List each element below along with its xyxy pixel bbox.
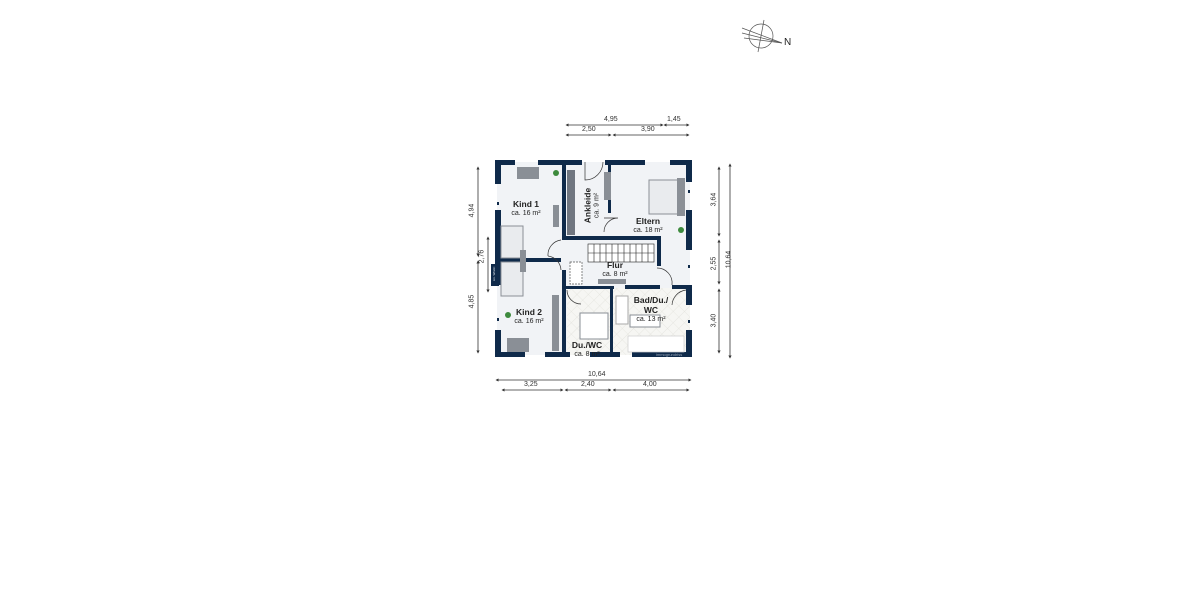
dimension-lines: [476, 123, 732, 392]
dim-top-3-90: 3,90: [641, 126, 655, 133]
room-area: ca. 8 m²: [602, 271, 628, 278]
dim-left-4-85: 4,85: [468, 294, 476, 309]
dim-bottom-4-00: 4,00: [643, 381, 657, 388]
room-label-eltern: Eltern ca. 18 m²: [633, 216, 662, 235]
room-label-du-wc: Du./WC ca. 8 m²: [572, 340, 602, 359]
nightstand: [520, 250, 526, 272]
room-label-kind-2: Kind 2 ca. 16 m²: [514, 307, 543, 326]
desk-kind2: [507, 338, 529, 352]
room-name: Flur: [606, 260, 624, 270]
dim-right-3-40: 3,40: [710, 313, 718, 328]
dim-right-3-64: 3,64: [710, 192, 718, 207]
wardrobe-kind1: [553, 205, 559, 227]
dim-top-1-45: 1,45: [667, 116, 681, 123]
dim-right-2-55: 2,55: [710, 256, 718, 271]
room-area: ca. 16 m²: [514, 318, 544, 325]
dim-left-4-94: 4,94: [468, 203, 476, 218]
room-name: Kind 1: [513, 199, 539, 209]
dim-top-2-50: 2,50: [582, 126, 596, 133]
wardrobe-ankleide: [567, 170, 575, 235]
dim-bottom-2-40: 2,40: [581, 381, 595, 388]
room-area: ca. 8 m²: [574, 351, 600, 358]
dim-bottom-3-25: 3,25: [524, 381, 538, 388]
shower-bad: [627, 335, 685, 353]
compass-rose-icon: [741, 19, 783, 53]
room-area: ca. 16 m²: [511, 210, 541, 217]
side-tag-text: Lin. Windrr.: [492, 266, 496, 282]
bed-headboard: [677, 178, 685, 216]
room-area: ca. 18 m²: [633, 227, 663, 234]
room-name: Ankleide: [582, 187, 593, 224]
bed-kind1: [500, 225, 524, 259]
room-name-line2: WC: [643, 305, 659, 315]
shower-duwc: [579, 312, 609, 340]
vanity-bad: [629, 314, 661, 328]
dim-right-total: 10,64: [725, 250, 733, 269]
watermark: immogrundriss: [656, 352, 683, 357]
plants: [505, 170, 684, 318]
tv-eltern: [604, 172, 611, 200]
bed-kind2: [500, 261, 524, 297]
staircase: [587, 243, 655, 263]
side-tag-panel: [491, 264, 499, 286]
room-label-kind-1: Kind 1 ca. 16 m²: [511, 199, 540, 218]
room-area: ca. 9 m²: [593, 192, 601, 219]
wardrobe-kind2: [552, 295, 559, 351]
radiator-flur: [598, 279, 626, 284]
dim-top-4-95: 4,95: [604, 116, 618, 123]
room-area: ca. 13 m²: [636, 316, 666, 323]
exterior-walls: [495, 160, 692, 357]
room-name: Kind 2: [516, 307, 542, 317]
room-name-line1: Bad/Du./: [633, 295, 669, 305]
room-name: Du./WC: [571, 340, 603, 350]
dim-left-2-76: 2,76: [478, 249, 486, 264]
room-name: Eltern: [635, 216, 661, 226]
dim-bottom-total: 10,64: [588, 371, 606, 378]
bathtub: [615, 295, 629, 325]
attic-hatch: [569, 261, 583, 285]
room-label-flur: Flur ca. 8 m²: [602, 260, 627, 279]
room-label-ankleide: Ankleide ca. 9 m²: [583, 176, 602, 236]
compass-north-label: N: [784, 37, 792, 48]
desk-kind1: [517, 167, 539, 179]
door-swings: [547, 161, 687, 306]
furniture: [500, 167, 685, 353]
room-label-bad: Bad/Du./ WC ca. 13 m²: [634, 295, 668, 324]
